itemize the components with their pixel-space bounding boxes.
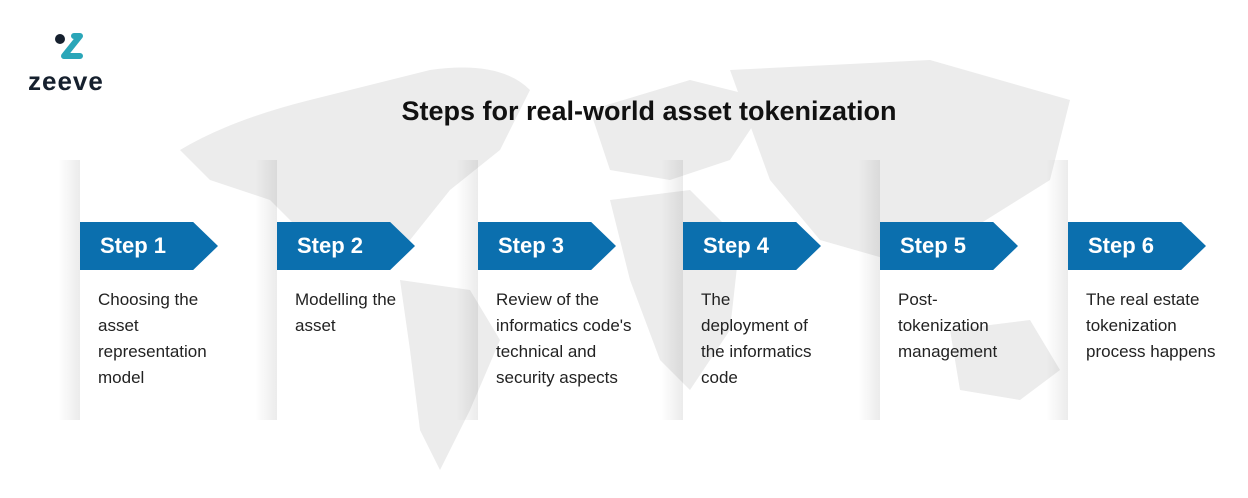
step-arrow: Step 5: [880, 222, 1018, 270]
logo-text: zeeve: [28, 66, 104, 96]
step-description: The deployment of the informatics code: [701, 290, 812, 387]
step-description: Modelling the asset: [295, 290, 397, 335]
step-arrow: Step 3: [478, 222, 616, 270]
world-map-background: [180, 60, 1070, 470]
step-arrow: Step 6: [1068, 222, 1206, 270]
step-arrow: Step 4: [683, 222, 821, 270]
logo-icon: [55, 33, 83, 59]
step-6: Step 6 The real estate tokenization proc…: [1046, 160, 1248, 420]
step-description: Post-tokenization management: [898, 290, 998, 361]
step-5: Step 5 Post-tokenization management: [858, 160, 1060, 420]
step-arrow: Step 2: [277, 222, 415, 270]
step-1: Step 1 Choosing the asset representation…: [58, 160, 260, 420]
step-description: The real estate tokenization process hap…: [1086, 290, 1216, 361]
step-3: Step 3 Review of the informatics code's …: [456, 160, 658, 420]
step-4: Step 4 The deployment of the informatics…: [661, 160, 863, 420]
step-description: Choosing the asset representation model: [98, 290, 207, 387]
step-arrow: Step 1: [80, 222, 218, 270]
zeeve-logo: zeeve: [28, 30, 118, 100]
step-description: Review of the informatics code's technic…: [496, 290, 632, 387]
page-title: Steps for real-world asset tokenization: [401, 96, 897, 126]
step-2: Step 2 Modelling the asset: [255, 160, 457, 420]
